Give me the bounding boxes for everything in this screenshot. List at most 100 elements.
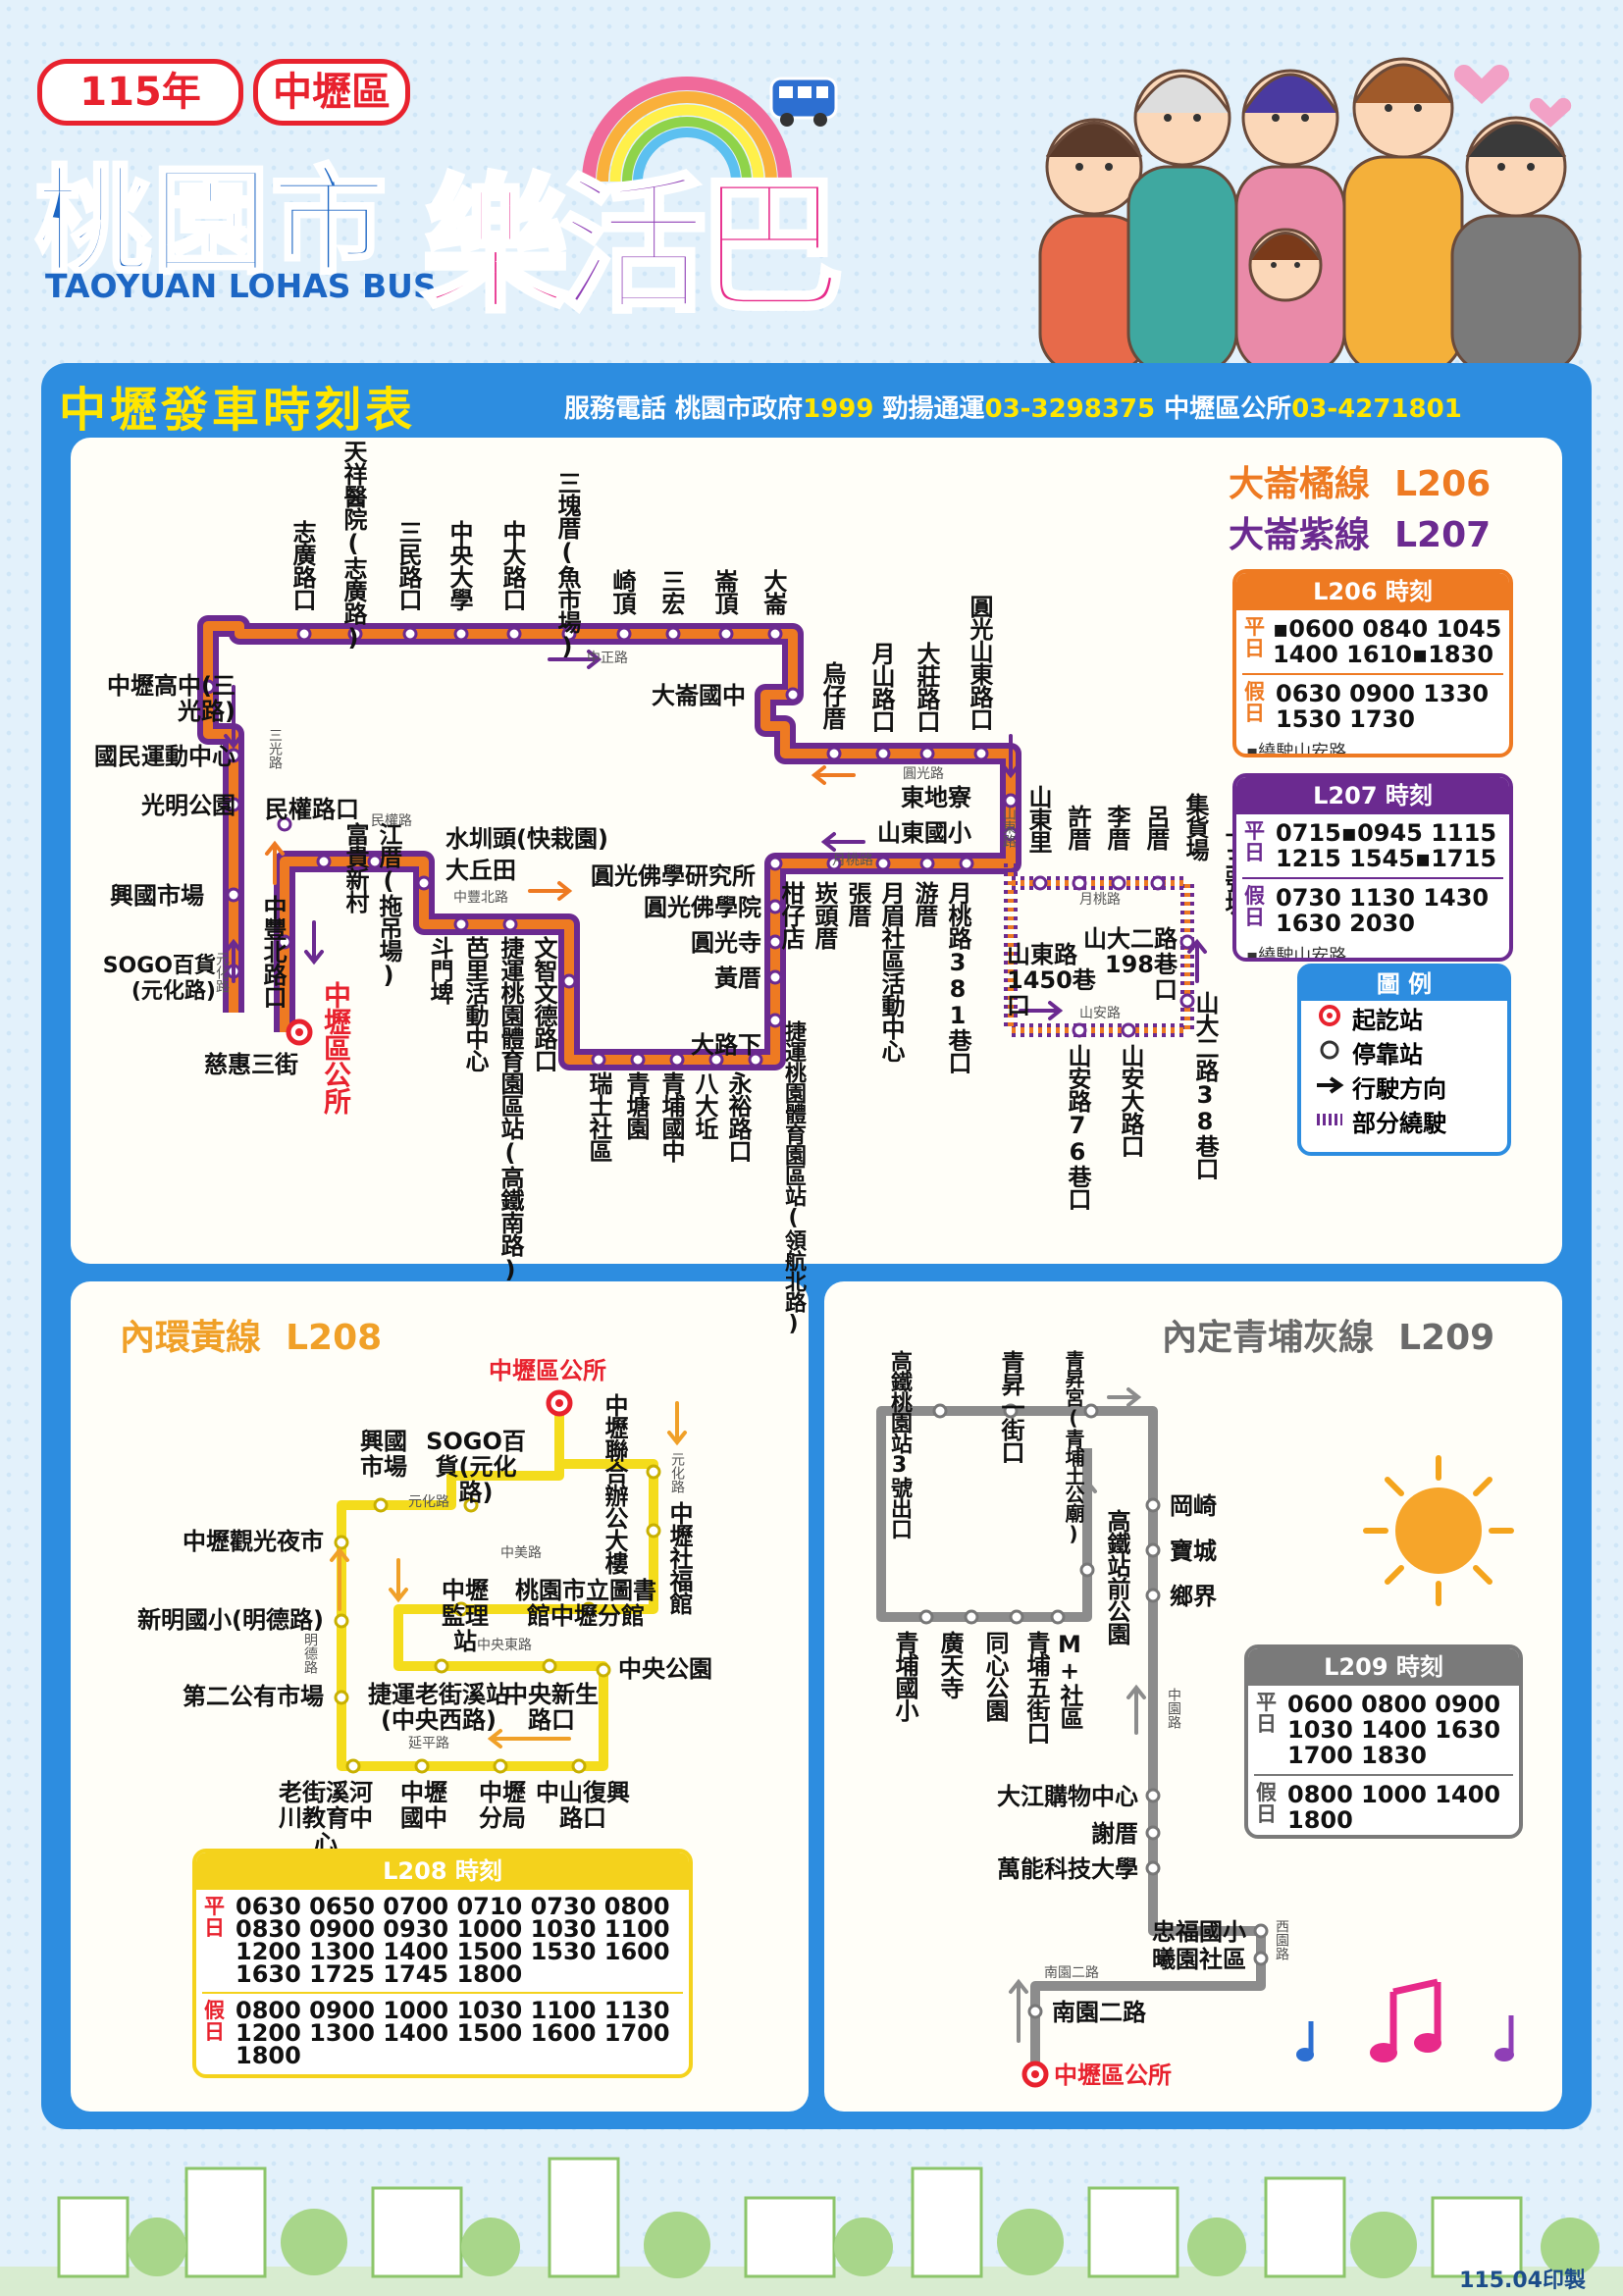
stop-label: 崎頂 — [608, 569, 636, 614]
stop-label: 中壢觀光夜市 — [183, 1528, 324, 1555]
stop-icon — [1315, 1038, 1344, 1068]
stop-label: 圓光山東路口 — [966, 595, 993, 730]
stop-label: 青昇宮(青埔土公廟) — [1062, 1350, 1085, 1544]
stop-label: 興國市場 — [110, 882, 204, 910]
phone-1999: 1999 — [803, 394, 874, 424]
weekday-label: 平日 — [1244, 615, 1265, 660]
stop-marker — [1072, 1022, 1087, 1038]
direction-arrow — [548, 650, 602, 669]
stop-marker — [665, 626, 681, 642]
lohas-logo: 樂活巴 — [419, 128, 846, 340]
section-title: 中壢發車時刻表 — [59, 383, 417, 438]
stop-label: 鄉界 — [1170, 1583, 1217, 1610]
divider — [1242, 877, 1503, 879]
stop-label: 烏仔厝 — [818, 661, 846, 729]
road-label: 山安路 — [1079, 1006, 1121, 1021]
stop-label: SOGO百貨(元化路) — [102, 954, 216, 1004]
stop-marker — [347, 626, 363, 642]
l209-weekday-times: 0600 0800 0900 1030 1400 1630 1700 1830 — [1287, 1691, 1501, 1769]
holiday-label: 假日 — [1244, 680, 1265, 725]
stop-marker — [1111, 875, 1126, 891]
stop-marker — [1009, 1609, 1024, 1625]
l206-name: 大崙橘線 — [1229, 464, 1371, 504]
stop-marker — [334, 1690, 349, 1705]
stop-marker — [591, 1052, 606, 1068]
stop-label: 中壢監理站 — [442, 1577, 489, 1655]
legend-label: 起訖站 — [1352, 1007, 1423, 1034]
stop-marker — [1072, 875, 1087, 891]
road-label: 中園路 — [1166, 1688, 1181, 1729]
holiday-label: 假日 — [1244, 884, 1265, 929]
stop-label: 中央大學 — [445, 520, 473, 610]
stop-label: 山大二路38巷口 — [1191, 991, 1219, 1179]
stop-marker — [767, 856, 783, 871]
stop-marker — [502, 916, 518, 932]
stop-marker — [596, 1662, 611, 1678]
stop-label: 慈惠三街 — [204, 1051, 298, 1078]
direction-arrow — [528, 881, 573, 901]
stop-label: 岡崎 — [1170, 1492, 1217, 1520]
stop-label: 中豐北路口 — [259, 895, 287, 1008]
stop-label: 水圳頭(快栽園) — [445, 825, 608, 853]
stop-label: 山安路76巷口 — [1064, 1044, 1091, 1210]
direction-arrow — [1187, 938, 1207, 983]
l208-timetable-title: L208 時刻 — [196, 1852, 689, 1890]
legend-title: 圖 例 — [1301, 967, 1507, 1001]
stop-marker — [1145, 1788, 1161, 1803]
start-station-dot — [1031, 2070, 1039, 2078]
stop-marker — [561, 973, 577, 989]
stop-marker — [919, 746, 935, 761]
l209-timetable-title: L209 時刻 — [1248, 1648, 1519, 1686]
l209-start-label: 中壢區公所 — [1054, 2061, 1172, 2089]
stop-marker — [1179, 934, 1195, 950]
stop-label: 民權路口 — [265, 796, 359, 823]
stop-label: 山東路1450巷口 — [1007, 941, 1096, 1019]
stop-marker — [669, 1052, 685, 1068]
stop-label: 同心公園 — [981, 1631, 1009, 1721]
direction-arrow — [224, 938, 243, 983]
stop-label: 新明國小(明德路) — [137, 1606, 324, 1634]
service-phone: 服務電話 桃園市政府1999 勁揚通運03-3298375 中壢區公所03-42… — [564, 389, 1462, 425]
holiday-label: 假日 — [204, 1999, 225, 2044]
stop-label: 青埔國小 — [891, 1631, 918, 1721]
stop-label: 志廣路口 — [288, 520, 316, 610]
stop-marker — [1253, 1951, 1269, 1966]
divider — [1254, 1774, 1513, 1776]
contact-prefix: 服務電話 桃園市政府 — [564, 394, 804, 424]
stop-marker — [1179, 993, 1195, 1009]
legend-item-detour: 部分繞駛 — [1301, 1104, 1507, 1138]
stop-marker — [1145, 1542, 1161, 1558]
stop-label: 江厝(拖吊場) — [375, 822, 402, 988]
stop-marker — [1003, 793, 1019, 809]
stop-label: 捷運老街溪站(中央西路) — [368, 1681, 509, 1734]
stop-label: 青埔國中 — [657, 1071, 685, 1162]
l206-note: ▪繞駛山安路 — [1246, 742, 1347, 757]
stop-label: 中壢社福館 — [665, 1501, 693, 1614]
stop-marker — [581, 1601, 597, 1617]
stop-marker — [646, 1464, 661, 1480]
city-title: 桃園市 — [33, 152, 390, 291]
stop-label: 許厝 — [1064, 805, 1091, 850]
stop-label: 中央公園 — [618, 1655, 712, 1683]
road-label: 元化路 — [214, 952, 230, 993]
stop-marker — [345, 1758, 361, 1774]
stop-label: 高鐵站前公園 — [1103, 1509, 1130, 1644]
stop-marker — [226, 887, 241, 903]
stop-marker — [226, 797, 241, 812]
arrow-right-icon — [1315, 1073, 1344, 1101]
stop-marker — [646, 1523, 661, 1539]
l206-timetable-title: L206 時刻 — [1236, 573, 1509, 610]
direction-arrow — [330, 1546, 349, 1611]
stop-label: 中壢高中(三光路) — [107, 672, 236, 725]
stop-label: 高鐵桃園站3號出口 — [887, 1350, 912, 1539]
stop-label: 第二公有市場 — [183, 1683, 324, 1710]
stop-marker — [416, 875, 432, 891]
l208-name: 內環黃線 — [120, 1318, 262, 1358]
l206-route-line — [203, 621, 1016, 1065]
stop-marker — [1145, 1588, 1161, 1603]
stop-label: 桃園市立圖書館中壢分館 — [515, 1577, 656, 1630]
direction-arrow — [667, 1401, 687, 1446]
